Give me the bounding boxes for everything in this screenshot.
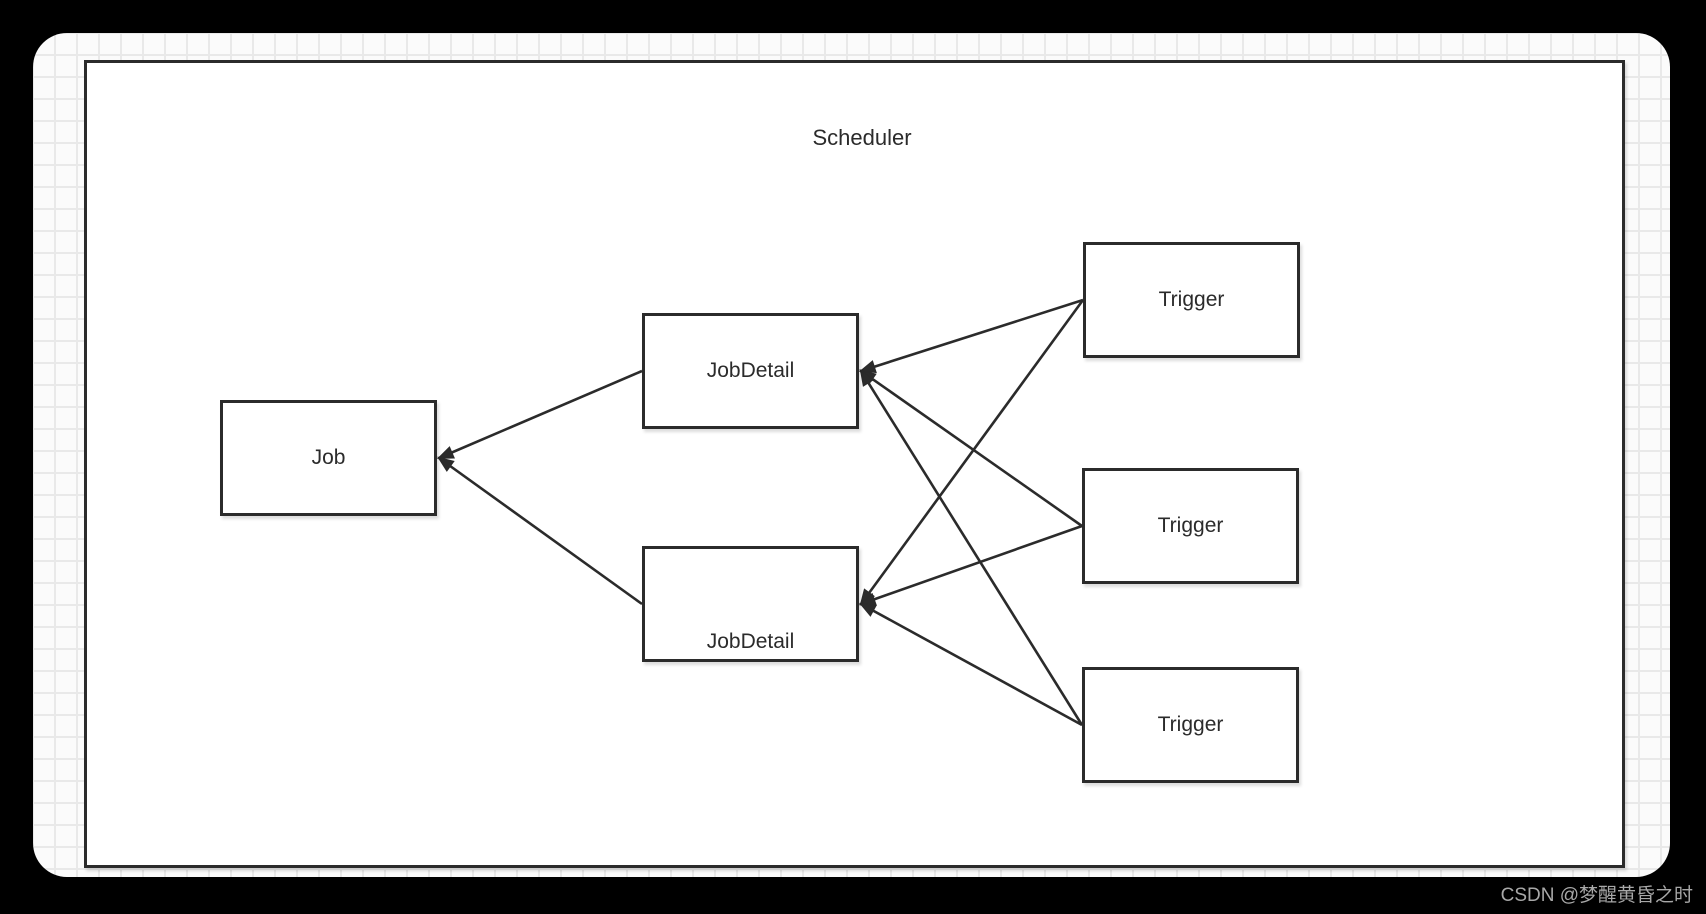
edge-trigger-2-to-jobdetail-1 [859, 369, 1083, 528]
node-jobdetail-2: JobDetail [642, 546, 859, 662]
edge-trigger-2-to-jobdetail-2 [858, 524, 1083, 606]
edge-trigger-3-to-jobdetail-1 [859, 369, 1084, 726]
edge-trigger-1-to-jobdetail-1 [858, 298, 1084, 374]
node-jobdetail-1-label: JobDetail [706, 359, 795, 382]
node-jobdetail-1: JobDetail [642, 313, 859, 429]
edge-jobdetail-2-to-job [437, 456, 643, 606]
node-job-label: Job [311, 446, 346, 469]
node-job: Job [220, 400, 437, 516]
node-trigger-2: Trigger [1082, 468, 1299, 584]
edge-trigger-3-to-jobdetail-2 [858, 602, 1083, 727]
node-trigger-1-label: Trigger [1158, 288, 1225, 311]
node-trigger-3: Trigger [1082, 667, 1299, 783]
scheduler-title: Scheduler [812, 125, 912, 150]
node-trigger-2-label: Trigger [1157, 514, 1224, 537]
node-jobdetail-2-label: JobDetail [706, 630, 795, 653]
csdn-watermark: CSDN @梦醒黄昏之时 [1500, 885, 1693, 906]
edge-trigger-1-to-jobdetail-2 [859, 299, 1085, 606]
node-trigger-1: Trigger [1083, 242, 1300, 358]
edge-jobdetail-1-to-job [436, 369, 643, 460]
node-trigger-3-label: Trigger [1157, 713, 1224, 736]
